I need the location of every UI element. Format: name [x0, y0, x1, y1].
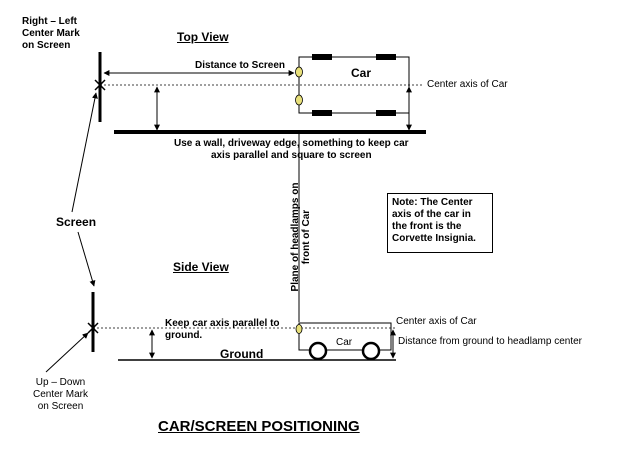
- distance-to-screen-label: Distance to Screen: [195, 60, 286, 71]
- car-label-top: Car: [351, 66, 372, 80]
- ground-label: Ground: [220, 347, 264, 361]
- keep-axis-parallel-label: Keep car axis parallel to ground.: [165, 318, 280, 341]
- top-view-heading: Top View: [177, 30, 229, 44]
- screen-label: Screen: [56, 215, 97, 229]
- center-axis-label-top: Center axis of Car: [427, 79, 508, 90]
- screen-arrow-up: [71, 92, 98, 213]
- headlamp-icon: [295, 94, 303, 106]
- right-left-mark-label: Right – Left Center Mark on Screen: [22, 16, 80, 51]
- headlamp-plane-label: Plane of headlamps on front of Car: [290, 182, 312, 292]
- wheel-icon: [361, 341, 381, 361]
- center-axis-label-side: Center axis of Car: [396, 316, 477, 327]
- wheel-icon: [308, 341, 328, 361]
- distance-ground-headlamp-label: Distance from ground to headlamp center: [398, 336, 582, 347]
- car-wheels-top: [312, 54, 396, 116]
- headlamp-icon: [295, 324, 303, 334]
- car-outline-top: [298, 56, 410, 114]
- up-down-mark-label: Up – Down Center Mark on Screen: [33, 377, 89, 412]
- screen-arrow-down: [77, 231, 96, 287]
- diagram-title: CAR/SCREEN POSITIONING: [158, 418, 360, 435]
- car-label-side: Car: [336, 337, 353, 348]
- side-view-heading: Side View: [173, 260, 229, 274]
- headlamp-icon: [295, 66, 303, 78]
- up-down-arrow: [45, 332, 89, 373]
- wall-note: Use a wall, driveway edge, something to …: [174, 138, 409, 161]
- corvette-note: Note: The Center axis of the car in the …: [387, 193, 493, 253]
